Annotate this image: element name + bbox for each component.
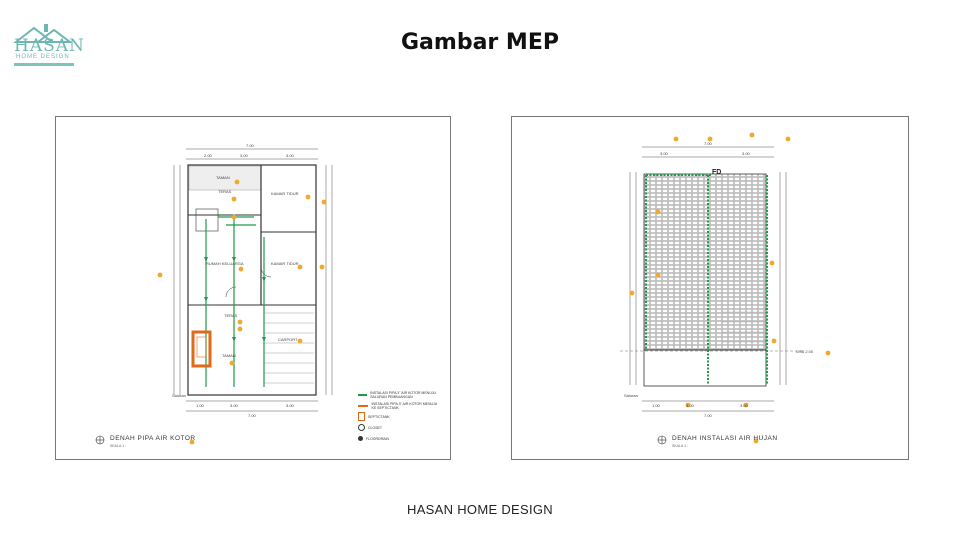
dim-top-c: 3.00: [742, 151, 751, 156]
legend: INSTALASI PIPA 3" AIR KOTOR MENUJU SALUR…: [358, 389, 442, 444]
dim-bottom-b: 3.00: [230, 403, 239, 408]
dim-bottom-total: 7.00: [704, 413, 713, 418]
dim-bottom-b: 3.00: [686, 403, 695, 408]
saluran-label: Saluran: [624, 393, 638, 398]
sheet-scale: SKALA 1 :: [672, 444, 688, 448]
room-teras-bottom: TERAS: [224, 313, 238, 318]
plumbing-drawing-sheet: 7.00 2.00 3.00 3.00: [55, 116, 451, 460]
rainwater-roof-plan: 3.00 7.00 3.00 FD USB 2.0: [620, 132, 831, 445]
dim-top-b: 3.00: [240, 153, 249, 158]
dim-bottom-a: 1.00: [196, 403, 205, 408]
saluran-label: Saluran: [172, 393, 186, 398]
sheet-title: DENAH INSTALASI AIR HUJAN: [672, 435, 778, 442]
floor-drain-label: FD: [712, 169, 721, 176]
plumbing-floor-plan: 7.00 2.00 3.00 3.00: [95, 143, 333, 445]
footer-brand: HASAN HOME DESIGN: [407, 502, 553, 517]
logo-name: HASAN: [14, 36, 85, 56]
dim-top-a: 2.00: [204, 153, 213, 158]
legend-item-floordrain: FLOORDRAIN: [358, 433, 442, 444]
legend-item-closet: CLOSET: [358, 422, 442, 433]
page-title: Gambar MEP: [401, 30, 559, 55]
dim-bottom-c: 3.00: [740, 403, 749, 408]
room-teras-top: TERAS: [218, 189, 232, 194]
dim-bottom-a: 1.00: [652, 403, 661, 408]
logo-divider: [14, 63, 74, 66]
level-label: USB 2.00: [796, 349, 814, 354]
dim-bottom-c: 3.00: [286, 403, 295, 408]
dim-top-a: 3.00: [660, 151, 669, 156]
dim-bottom-total: 7.00: [248, 413, 257, 418]
legend-item-green: INSTALASI PIPA 3" AIR KOTOR MENUJU SALUR…: [358, 389, 442, 400]
dim-top-c: 3.00: [286, 153, 295, 158]
legend-item-orange: INSTALASI PIPA 3" AIR KOTOR MENUJU KE SE…: [358, 400, 442, 411]
room-rumah-keluarga: RUMAH KELUARGA: [206, 261, 244, 266]
logo-tagline: HOME DESIGN: [16, 54, 70, 60]
room-carport: CARPORT: [278, 337, 298, 342]
dim-top-total: 7.00: [246, 143, 255, 148]
sheet-title: DENAH PIPA AIR KOTOR: [110, 435, 196, 442]
room-kamar-tidur-1: KAMAR TIDUR: [271, 191, 299, 196]
dim-top-total: 7.00: [704, 141, 713, 146]
legend-item-septic: SEPTICTANK: [358, 411, 442, 422]
room-taman-top: TAMAN: [216, 175, 230, 180]
rainwater-drawing-sheet: 3.00 7.00 3.00 FD USB 2.0: [511, 116, 909, 460]
room-taman-bottom: TAMAN: [222, 353, 236, 358]
room-kamar-tidur-2: KAMAR TIDUR: [271, 261, 299, 266]
house-logo-icon: [13, 24, 73, 43]
sheet-scale: SKALA 1 :: [110, 444, 126, 448]
